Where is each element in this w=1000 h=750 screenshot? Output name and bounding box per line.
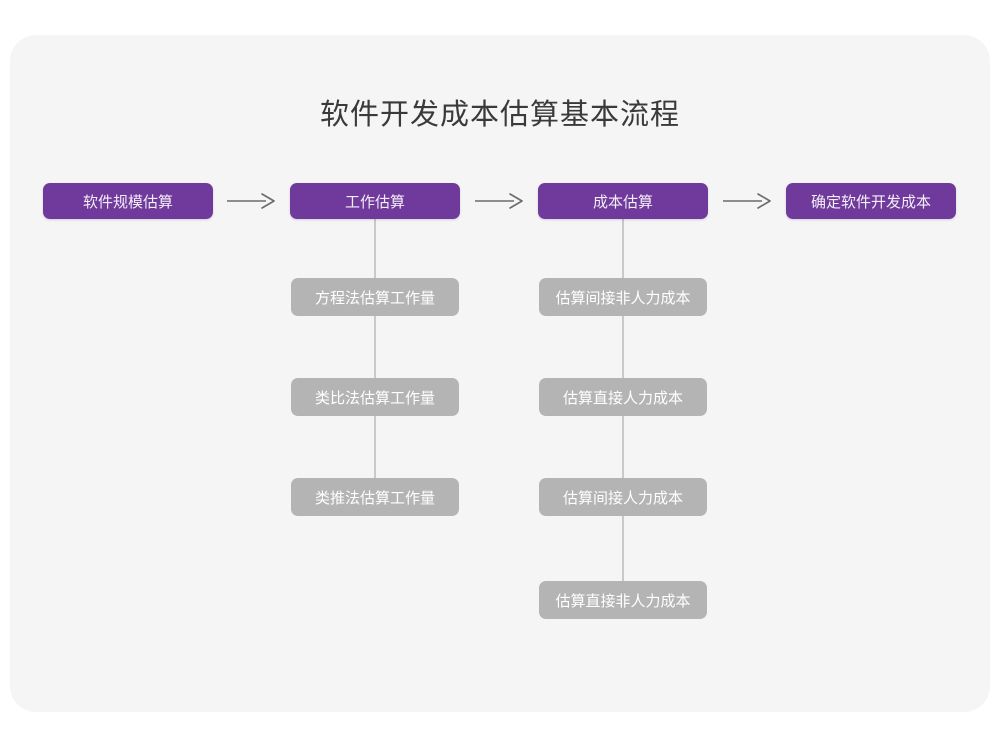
connector-cost-4: [622, 516, 624, 581]
cost-estimation-items-item-3[interactable]: 估算间接人力成本: [539, 478, 707, 516]
work-estimation-methods-item-3[interactable]: 类推法估算工作量: [291, 478, 459, 516]
cost-estimation-items-item-1[interactable]: 估算间接非人力成本: [539, 278, 707, 316]
connector-work-2: [374, 316, 376, 378]
arrow-right-icon-3: [723, 189, 771, 213]
connector-cost-3: [622, 416, 624, 478]
work-estimation-methods-item-2[interactable]: 类比法估算工作量: [291, 378, 459, 416]
flow-step-3[interactable]: 成本估算: [538, 183, 708, 219]
connector-work-3: [374, 416, 376, 478]
flow-step-2[interactable]: 工作估算: [290, 183, 460, 219]
arrow-right-icon-1: [227, 189, 275, 213]
connector-cost-2: [622, 316, 624, 378]
arrow-right-icon-2: [475, 189, 523, 213]
connector-work-1: [374, 219, 376, 278]
work-estimation-methods-item-1[interactable]: 方程法估算工作量: [291, 278, 459, 316]
page-title: 软件开发成本估算基本流程: [319, 97, 680, 131]
cost-estimation-items-item-2[interactable]: 估算直接人力成本: [539, 378, 707, 416]
flow-step-4[interactable]: 确定软件开发成本: [786, 183, 956, 219]
flow-step-1[interactable]: 软件规模估算: [43, 183, 213, 219]
diagram-card: [10, 35, 990, 712]
cost-estimation-items-item-4[interactable]: 估算直接非人力成本: [539, 581, 707, 619]
connector-cost-1: [622, 219, 624, 278]
